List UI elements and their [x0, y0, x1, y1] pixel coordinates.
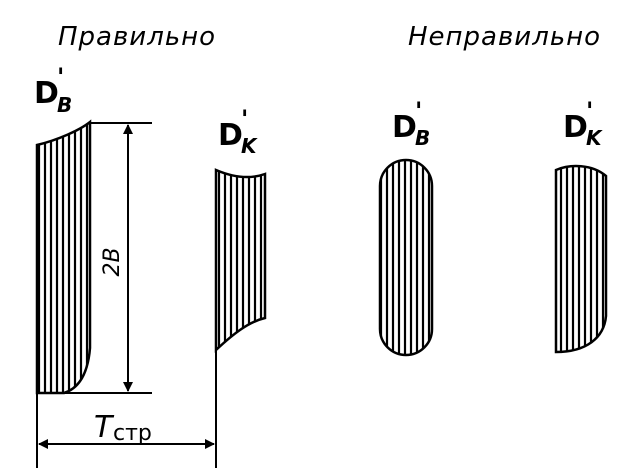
label-sub-incorrect-k: K [586, 126, 603, 150]
shape-incorrect-dk [554, 164, 608, 354]
label-d-incorrect-k: D [563, 110, 588, 145]
label-prime-correct-b: ' [57, 63, 64, 91]
heading-correct: Правильно [58, 22, 217, 52]
shape-correct-db [35, 119, 92, 395]
label-sub-correct-b: B [57, 93, 72, 117]
shape-incorrect-db [378, 158, 434, 357]
label-d-correct-k: D [218, 118, 243, 153]
dim-t-sub: стр [113, 421, 152, 446]
label-d-incorrect-b: D [392, 110, 417, 145]
label-prime-incorrect-b: ' [415, 97, 422, 125]
label-sub-incorrect-b: B [415, 126, 430, 150]
label-prime-incorrect-k: ' [586, 97, 593, 125]
dim-2b-label: 2B [100, 247, 125, 276]
heading-incorrect: Неправильно [408, 22, 602, 52]
shape-correct-dk [214, 168, 267, 353]
label-prime-correct-k: ' [241, 105, 248, 133]
dim-t-label: T [94, 410, 115, 445]
label-sub-correct-k: K [241, 134, 258, 158]
label-d-correct-b: D [34, 76, 59, 111]
